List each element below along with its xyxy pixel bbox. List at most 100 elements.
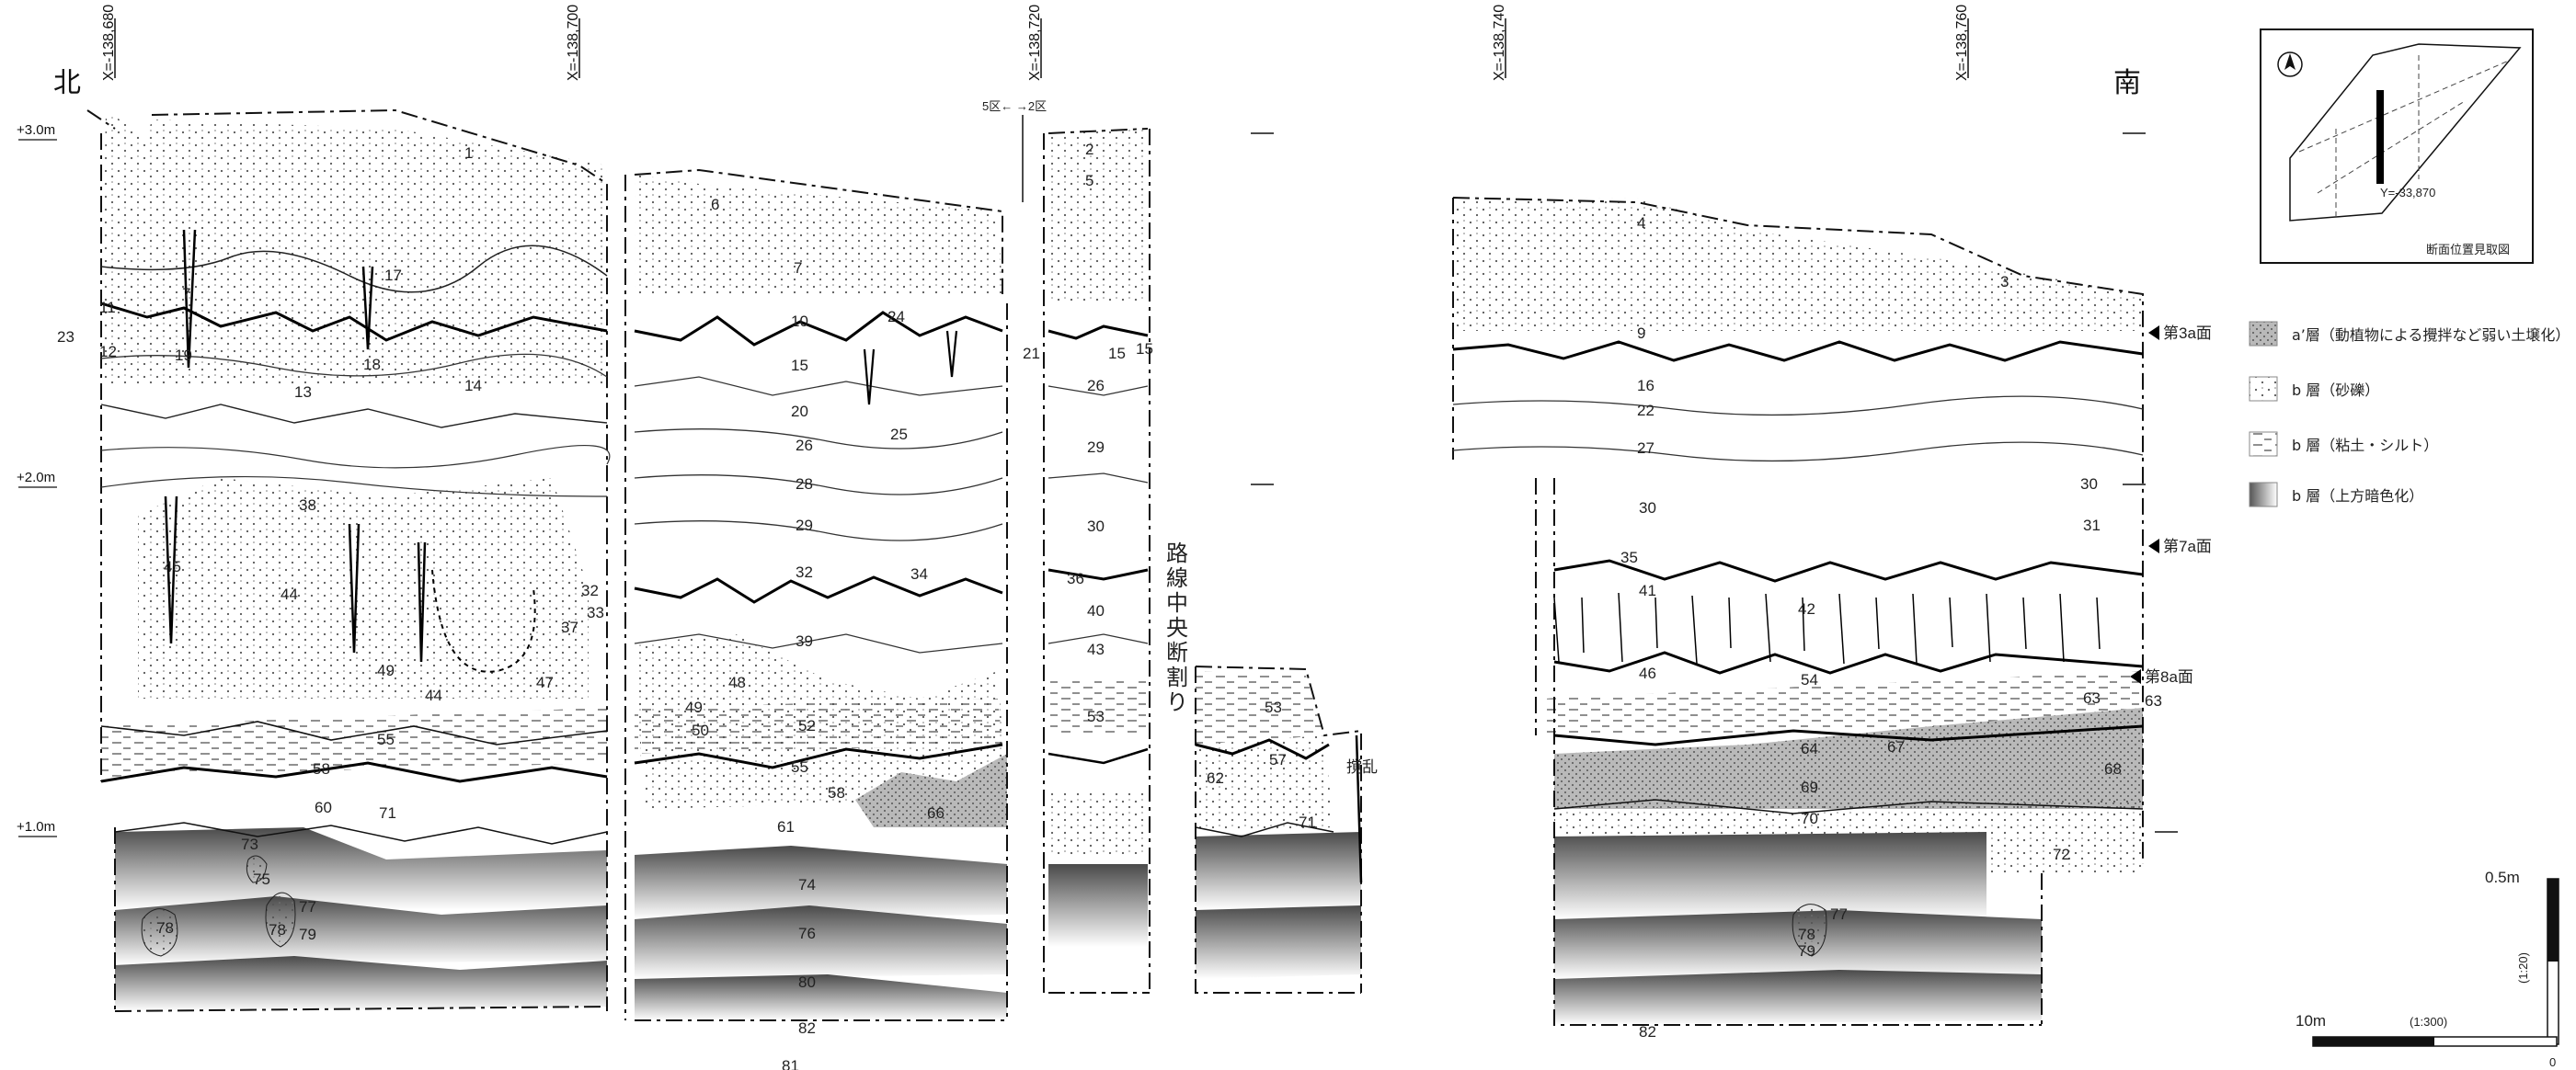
layer-number-label: 82 xyxy=(798,1019,816,1037)
layer-number-label: 15 xyxy=(1108,345,1126,362)
layer-number-label: 53 xyxy=(1087,708,1105,725)
elevation-label: +3.0m xyxy=(17,122,55,138)
scale-ratio-h: (1:300) xyxy=(2410,1015,2447,1029)
layer-number-label: 61 xyxy=(777,818,795,836)
south-label: 南 xyxy=(2113,67,2141,99)
layer-number-label: 2 xyxy=(1085,141,1093,158)
layer-number-label: 28 xyxy=(796,475,813,493)
key-map-y-label: Y=-33,870 xyxy=(2380,186,2435,199)
layer-number-label: 62 xyxy=(1207,769,1224,787)
surface-label: 第8a面 xyxy=(2145,668,2193,686)
layer-number-label: 30 xyxy=(2080,475,2098,493)
layer-number-label: 54 xyxy=(1801,671,1818,689)
layer-number-label: 15 xyxy=(1136,340,1153,358)
layer-number-label: 50 xyxy=(692,722,709,739)
layer-number-label: 22 xyxy=(1637,402,1654,419)
scale-distance-label: 10m xyxy=(2296,1012,2326,1030)
layer-number-label: 17 xyxy=(384,267,402,284)
surface-label: 第3a面 xyxy=(2163,324,2212,342)
layer-number-label: 53 xyxy=(1265,699,1282,716)
layer-number-label: 78 xyxy=(156,919,174,937)
center-cut-char: 央 xyxy=(1166,616,1188,641)
layer-number-label: 4 xyxy=(1637,214,1645,232)
coordinate-labels: X=-138,680 X=-138,700 X=-138,720 X=-138,… xyxy=(101,5,1970,81)
layer-number-label: 78 xyxy=(1798,926,1815,943)
layer-number-label: 52 xyxy=(798,717,816,734)
layer-number-label: 41 xyxy=(1639,582,1656,599)
layer-number-label: 79 xyxy=(1798,942,1815,960)
layer-number-label: 79 xyxy=(299,926,316,943)
elevation-scale: +3.0m +2.0m +1.0m xyxy=(17,122,2178,837)
layer-number-label: 26 xyxy=(1087,377,1105,394)
layer-number-label: 27 xyxy=(1637,439,1654,457)
layer-number-label: 48 xyxy=(728,674,746,691)
layer-number-label: 77 xyxy=(299,898,316,916)
layer-number-label: 7 xyxy=(182,285,190,302)
layer-number-label: 20 xyxy=(791,403,808,420)
layer-number-label: 1 xyxy=(464,144,473,162)
layer-number-label: 36 xyxy=(1067,570,1084,587)
layer-number-label: 47 xyxy=(536,674,554,691)
legend-swatch xyxy=(2249,431,2278,457)
layer-number-label: 73 xyxy=(241,836,258,853)
legend-swatch xyxy=(2249,376,2278,402)
layer-number-label: 43 xyxy=(1087,641,1105,658)
section-panel-2 xyxy=(624,168,1008,1021)
district-boundary: 5区← →2区 xyxy=(982,99,1047,202)
layer-number-label: 78 xyxy=(269,921,286,939)
section-panel-1 xyxy=(86,108,611,1012)
legend-swatch xyxy=(2249,321,2278,347)
layer-number-label: 30 xyxy=(1087,518,1105,535)
center-cut-char: り xyxy=(1166,690,1188,715)
layer-number-label: 12 xyxy=(99,343,117,360)
key-map-caption: 断面位置見取図 xyxy=(2426,243,2510,256)
layer-number-label: 57 xyxy=(1269,751,1287,768)
layer-number-label: 23 xyxy=(57,328,74,346)
layer-number-label: 40 xyxy=(1087,602,1105,620)
layer-number-label: 39 xyxy=(796,632,813,650)
legend: a’層（動植物による攪拌など弱い土壌化） b 層（砂礫） b 層（粘土・シルト）… xyxy=(2249,321,2570,507)
layer-number-label: 49 xyxy=(685,699,703,716)
layer-number-label: 11 xyxy=(99,299,116,316)
layer-number-label: 55 xyxy=(377,731,395,748)
layer-number-label: 44 xyxy=(280,586,298,603)
center-cut-char: 断 xyxy=(1166,641,1188,666)
layer-number-label: 81 xyxy=(782,1057,799,1070)
layer-number-label: 67 xyxy=(1887,738,1905,756)
disturbance-label: 撹乱 xyxy=(1346,758,1378,776)
layer-number-label: 10 xyxy=(791,313,808,330)
layer-number-label: 13 xyxy=(294,383,312,401)
layer-number-label: 33 xyxy=(587,604,604,621)
center-cut-char: 線 xyxy=(1166,566,1188,591)
layer-number-label: 77 xyxy=(1830,905,1848,923)
legend-item-label: a’層（動植物による攪拌など弱い土壌化） xyxy=(2292,326,2570,344)
layer-number-label: 63 xyxy=(2145,692,2162,710)
layer-number-label: 32 xyxy=(581,582,599,599)
scale-height-label: 0.5m xyxy=(2485,869,2520,886)
layer-number-label: 75 xyxy=(253,871,270,888)
layer-number-label: 76 xyxy=(798,925,816,942)
legend-swatch xyxy=(2249,482,2278,507)
key-map: Y=-33,870 断面位置見取図 xyxy=(2260,28,2534,264)
layer-number-label: 49 xyxy=(377,662,395,679)
legend-item-label: b 層（粘土・シルト） xyxy=(2292,437,2438,454)
layer-number-label: 18 xyxy=(363,356,381,373)
layer-number-label: 30 xyxy=(1639,499,1656,517)
layer-number-label: 7 xyxy=(794,259,802,277)
layer-number-label: 44 xyxy=(425,687,442,704)
layer-number-label: 32 xyxy=(796,563,813,581)
layer-number-label: 29 xyxy=(1087,438,1105,456)
section-panel-3 xyxy=(1043,128,1151,994)
layer-number-label: 71 xyxy=(379,804,396,822)
scale-zero: 0 xyxy=(2549,1055,2556,1069)
layer-number-label: 9 xyxy=(1637,324,1645,342)
layer-number-label: 70 xyxy=(1801,810,1818,827)
layer-number-label: 66 xyxy=(927,804,945,822)
coordinate-label: X=-138,680 xyxy=(101,5,117,81)
layer-number-label: 21 xyxy=(1023,345,1040,362)
layer-number-label: 71 xyxy=(1299,814,1316,831)
layer-number-label: 63 xyxy=(2083,689,2101,707)
